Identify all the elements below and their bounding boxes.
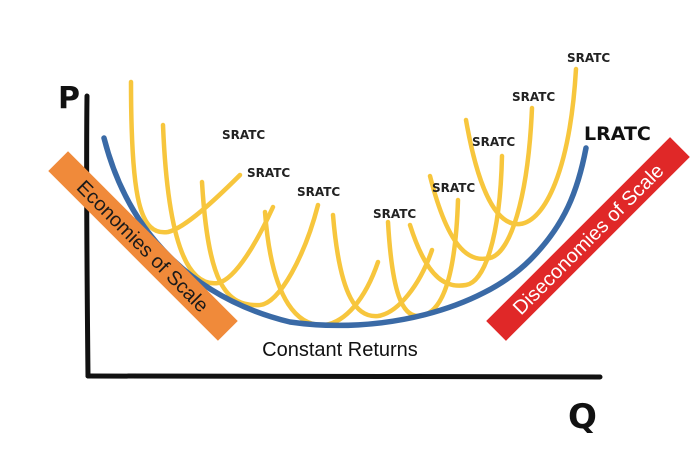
sratc-label: SRATC bbox=[512, 90, 555, 104]
economies-of-scale-label: Economies of Scale bbox=[72, 176, 213, 317]
sratc-curve-2 bbox=[160, 122, 276, 286]
economies-banner-background bbox=[48, 151, 238, 341]
sratc-label: SRATC bbox=[247, 166, 290, 180]
diseconomies-of-scale-banner: Diseconomies of Scale bbox=[486, 137, 690, 341]
lratc-label: LRATC bbox=[584, 123, 651, 145]
y-axis bbox=[84, 93, 91, 379]
diseconomies-banner-background bbox=[486, 137, 690, 341]
sratc-label: SRATC bbox=[297, 185, 340, 199]
sratc-curve-5 bbox=[330, 212, 435, 319]
sratc-curve-3 bbox=[199, 179, 321, 308]
sratc-curve-8 bbox=[427, 105, 535, 262]
sratc-label: SRATC bbox=[472, 135, 515, 149]
sratc-curve-9 bbox=[463, 66, 579, 227]
axes: P Q bbox=[58, 81, 603, 437]
sratc-label: SRATC bbox=[222, 128, 265, 142]
sratc-label: SRATC bbox=[567, 51, 610, 65]
constant-returns-label: Constant Returns bbox=[262, 339, 418, 361]
sratc-labels: SRATC SRATC SRATC SRATC SRATC SRATC SRAT… bbox=[222, 51, 610, 221]
sratc-curve-4 bbox=[262, 209, 381, 328]
sratc-label: SRATC bbox=[432, 181, 475, 195]
x-axis-label: Q bbox=[568, 397, 597, 437]
y-axis-label: P bbox=[58, 81, 80, 116]
sratc-label: SRATC bbox=[373, 207, 416, 221]
sratc-curve-1 bbox=[128, 79, 243, 235]
x-axis bbox=[85, 373, 603, 380]
diseconomies-of-scale-label: Diseconomies of Scale bbox=[509, 160, 668, 319]
